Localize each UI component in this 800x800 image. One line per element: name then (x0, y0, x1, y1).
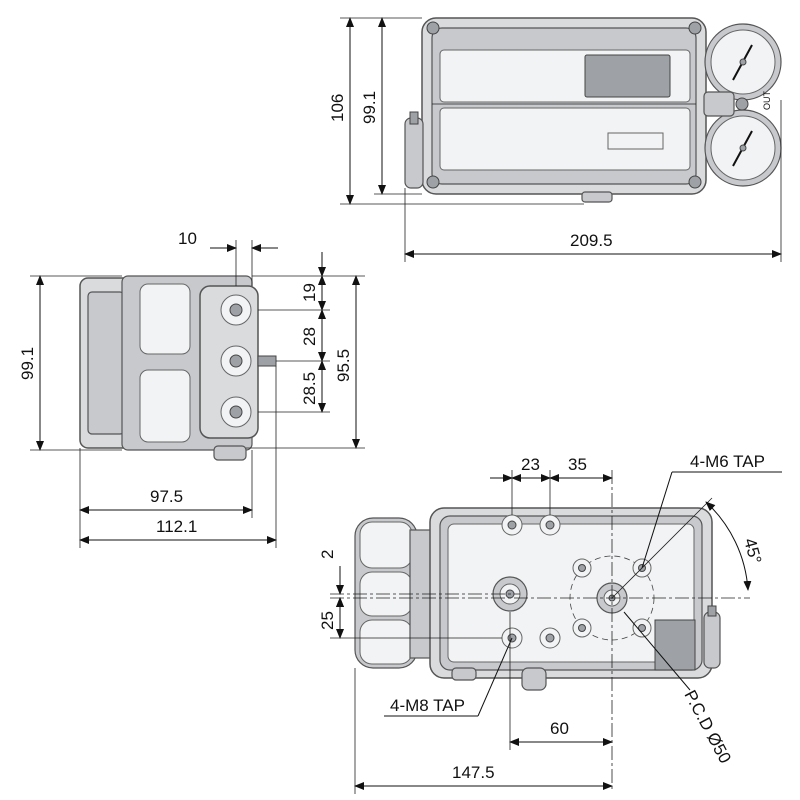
dim-side-28-5: 28.5 (300, 372, 319, 405)
callout-m6-tap: 4-M6 TAP (690, 452, 765, 471)
port-lower (220, 396, 252, 428)
gauge-output (704, 109, 782, 187)
dim-side-10: 10 (178, 229, 197, 248)
port-middle (220, 345, 252, 377)
dim-bottom-2: 2 (318, 550, 337, 559)
m6-holes (572, 558, 652, 638)
dim-bottom-25: 25 (318, 611, 337, 630)
top-label-plate (607, 132, 664, 150)
dim-bottom-35: 35 (568, 455, 587, 474)
gauge-out-label: OUT (762, 91, 772, 111)
dim-angle-45: 45° (740, 536, 765, 566)
callout-pcd: P.C.D Ø50 (680, 687, 734, 767)
top-view: OUT 106 99.1 209.5 (328, 17, 782, 262)
bottom-view: 23 35 4-M6 TAP 45° 2 25 4-M8 TAP 60 P.C.… (318, 452, 782, 794)
dim-bottom-60: 60 (550, 719, 569, 738)
dim-side-95-5: 95.5 (334, 349, 353, 382)
callout-m8-tap: 4-M8 TAP (390, 696, 465, 715)
dim-bottom-23: 23 (521, 455, 540, 474)
dim-top-99-1: 99.1 (360, 91, 379, 124)
top-window (584, 54, 671, 98)
dim-top-209-5: 209.5 (570, 231, 613, 250)
gauge-supply (704, 23, 782, 101)
port-upper (220, 294, 252, 326)
dim-bottom-147-5: 147.5 (452, 763, 495, 782)
side-view: 10 99.1 19 28 28.5 95.5 97.5 112.1 (18, 229, 365, 548)
dim-side-97-5: 97.5 (150, 487, 183, 506)
dim-side-28: 28 (300, 327, 319, 346)
dim-side-99-1: 99.1 (18, 347, 37, 380)
dim-side-19: 19 (300, 283, 319, 302)
dim-top-106: 106 (328, 94, 347, 122)
dim-side-112-1: 112.1 (156, 517, 197, 536)
